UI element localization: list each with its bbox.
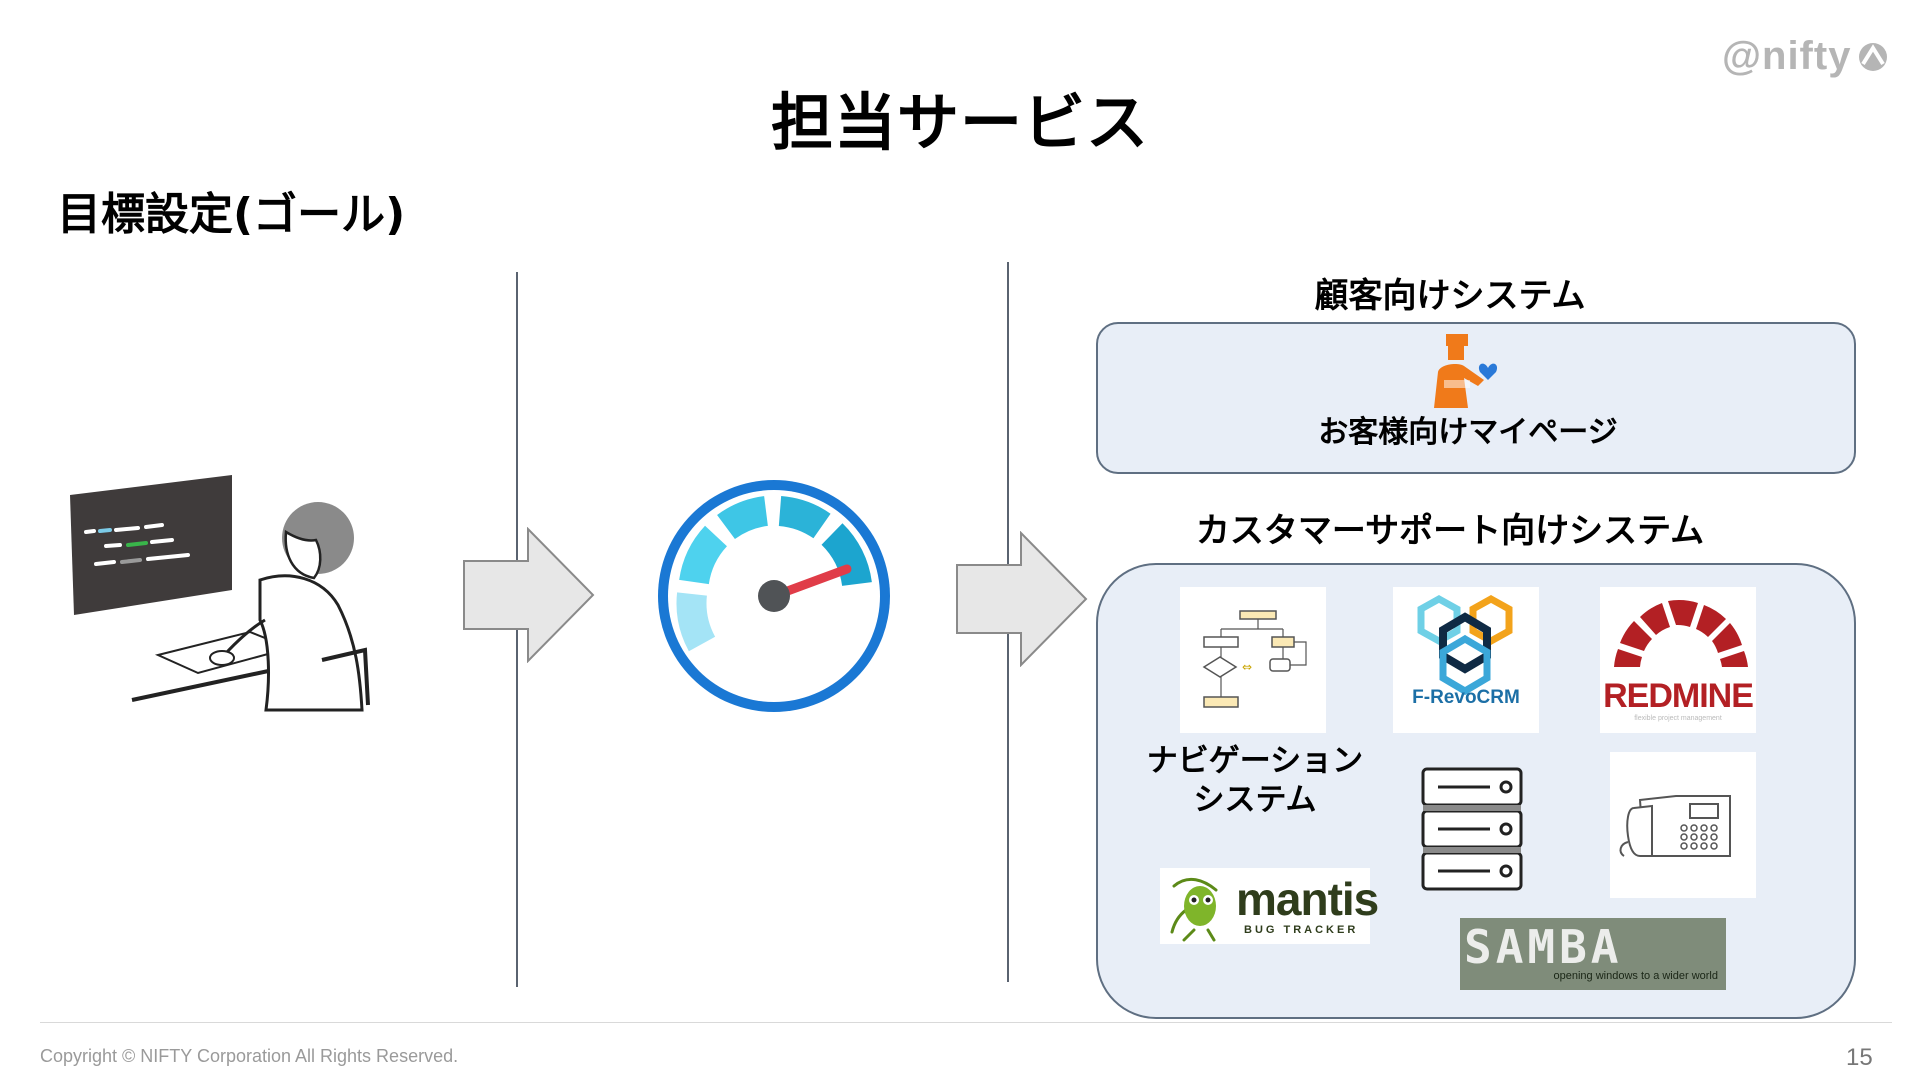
nifty-logo: @nifty: [1722, 34, 1891, 79]
developer-at-computer-illustration: [70, 475, 370, 712]
frevocrm-label: F-RevoCRM: [1412, 687, 1520, 708]
logo-text: @nifty: [1722, 34, 1852, 78]
navigation-label-line1: ナビゲーション: [1146, 743, 1364, 779]
mantis-tile: mantis BUG TRACKER: [1160, 868, 1379, 944]
redmine-tagline: flexible project management: [1634, 715, 1722, 722]
customer-system-panel: お客様向けマイページ: [1096, 322, 1856, 474]
mypage-label: お客様向けマイページ: [1318, 415, 1618, 450]
section-subtitle: 目標設定(ゴール): [57, 189, 406, 240]
page-number: 15: [1846, 1044, 1873, 1071]
flow-arrow-1: [463, 527, 595, 663]
navigation-label-line2: システム: [1193, 781, 1317, 818]
mantis-sub: BUG TRACKER: [1244, 924, 1359, 936]
svg-text:⇔: ⇔: [1242, 660, 1252, 674]
support-system-heading: カスタマーサポート向けシステム: [1195, 511, 1705, 551]
navigation-system-tile: ⇔: [1180, 587, 1326, 733]
frevocrm-tile: F-RevoCRM: [1393, 587, 1539, 733]
flowchart-icon: ⇔: [1202, 610, 1307, 708]
navigation-system-label: ナビゲーション システム: [1140, 742, 1370, 820]
page-title: 担当サービス: [770, 86, 1149, 159]
telephone-icon: [1619, 795, 1731, 857]
copyright-text: Copyright © NIFTY Corporation All Rights…: [40, 1046, 459, 1066]
footer-divider: [40, 1022, 1892, 1023]
nifty-mark-icon: [1859, 42, 1888, 71]
redmine-label: REDMINE: [1603, 677, 1754, 715]
telephone-tile: [1610, 752, 1756, 898]
speedometer-icon: [658, 480, 890, 712]
samba-tile: SAMBA opening windows to a wider world: [1460, 918, 1726, 990]
mypage-user-icon: [1434, 334, 1498, 408]
samba-label: SAMBA: [1464, 920, 1623, 974]
mantis-label: mantis: [1236, 873, 1379, 925]
redmine-tile: REDMINE flexible project management: [1600, 587, 1756, 733]
redmine-arch-icon: [1614, 600, 1748, 667]
server-icon: [1421, 767, 1523, 891]
samba-tagline: opening windows to a wider world: [1553, 970, 1718, 982]
customer-system-heading: 顧客向けシステム: [1314, 276, 1586, 316]
mantis-insect-icon: [1170, 877, 1218, 942]
frevocrm-logo-icon: [1417, 594, 1513, 696]
flow-arrow-2: [956, 531, 1088, 667]
